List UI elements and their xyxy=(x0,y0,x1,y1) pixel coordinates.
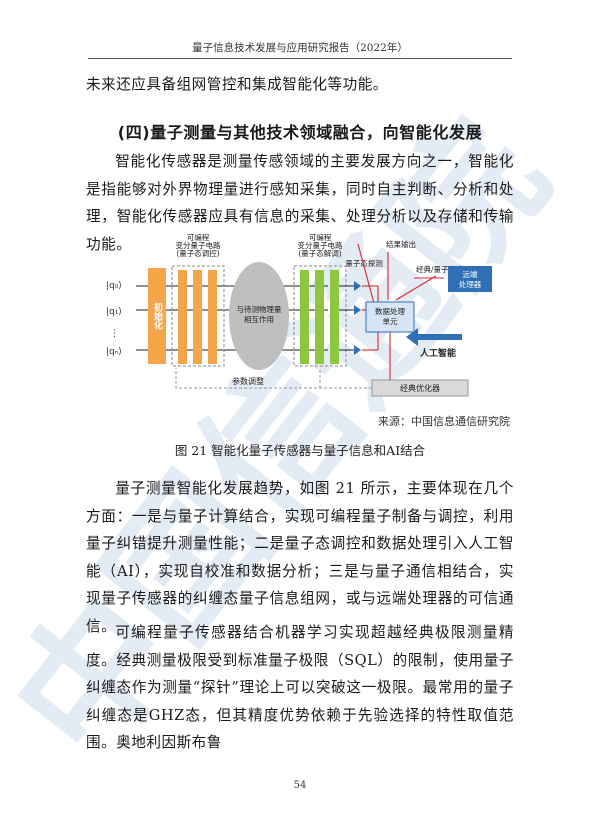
left-gate-1 xyxy=(178,270,187,364)
page-number: 54 xyxy=(293,780,307,791)
right-gate-1 xyxy=(300,270,309,364)
figure-21-diagram: |q₀⟩ |q₁⟩ ⋮ |qₙ⟩ 初始化 可编程变分量子电路(量子态调控) 与待… xyxy=(106,234,492,397)
interaction-label: 与待测物理量相互作用 xyxy=(237,304,282,324)
data-unit-label: 数据处理单元 xyxy=(375,306,405,326)
figure-caption: 图 21 智能化量子传感器与量子信息和AI结合 xyxy=(174,443,426,458)
detector-0 xyxy=(354,281,361,291)
right-gate-3 xyxy=(330,270,339,364)
section-heading: (四)量子测量与其他技术领域融合，向智能化发展 xyxy=(117,123,483,142)
interaction-ellipse xyxy=(229,262,289,370)
qubit-label-n: |qₙ⟩ xyxy=(106,347,122,357)
running-header: 量子信息技术发展与应用研究报告（2022年） xyxy=(192,42,408,54)
data-unit-box xyxy=(365,301,415,333)
remote-label: 远端处理器 xyxy=(459,269,482,289)
paragraph-ml: 可编程量子传感器结合机器学习实现超越经典极限测量精度。经典测量极限受到标准量子极… xyxy=(86,624,514,751)
qubit-label-dots: ⋮ xyxy=(110,329,119,339)
header-rule xyxy=(88,58,512,59)
optimizer-label: 经典优化器 xyxy=(400,383,440,393)
ai-arrow xyxy=(406,328,462,346)
detect-label: 量子态探测 xyxy=(345,258,383,268)
right-circuit-label: 可编程变分量子电路(量子态解调) xyxy=(298,234,343,258)
remote-box xyxy=(448,266,492,292)
qubit-label-0: |q₀⟩ xyxy=(106,281,122,291)
result-output-label: 结果输出 xyxy=(386,239,416,249)
right-gate-2 xyxy=(315,270,324,364)
left-gate-3 xyxy=(208,270,217,364)
param-label: 参数调整 xyxy=(232,376,264,386)
qubit-label-1: |q₁⟩ xyxy=(106,307,122,317)
paragraph-top: 未来还应具备组网管控和集成智能化等功能。 xyxy=(86,76,388,93)
init-box xyxy=(148,268,166,364)
paragraph-trend: 量子测量智能化发展趋势，如图 21 所示，主要体现在几个方面：一是与量子计算结合… xyxy=(86,480,514,635)
channel-label: 经典/量子信道 xyxy=(416,264,464,274)
detector-2 xyxy=(354,345,361,355)
init-label: 初始化 xyxy=(152,301,163,330)
left-gate-2 xyxy=(193,270,202,364)
paragraph-intro: 智能化传感器是测量传感领域的主要发展方向之一，智能化是指能够对外界物理量进行感知… xyxy=(86,153,514,253)
detector-1 xyxy=(354,305,361,315)
left-circuit-label: 可编程变分量子电路(量子态调控) xyxy=(176,234,221,258)
figure-source: 来源：中国信息通信研究院 xyxy=(378,415,510,428)
ai-label: 人工智能 xyxy=(419,347,456,359)
